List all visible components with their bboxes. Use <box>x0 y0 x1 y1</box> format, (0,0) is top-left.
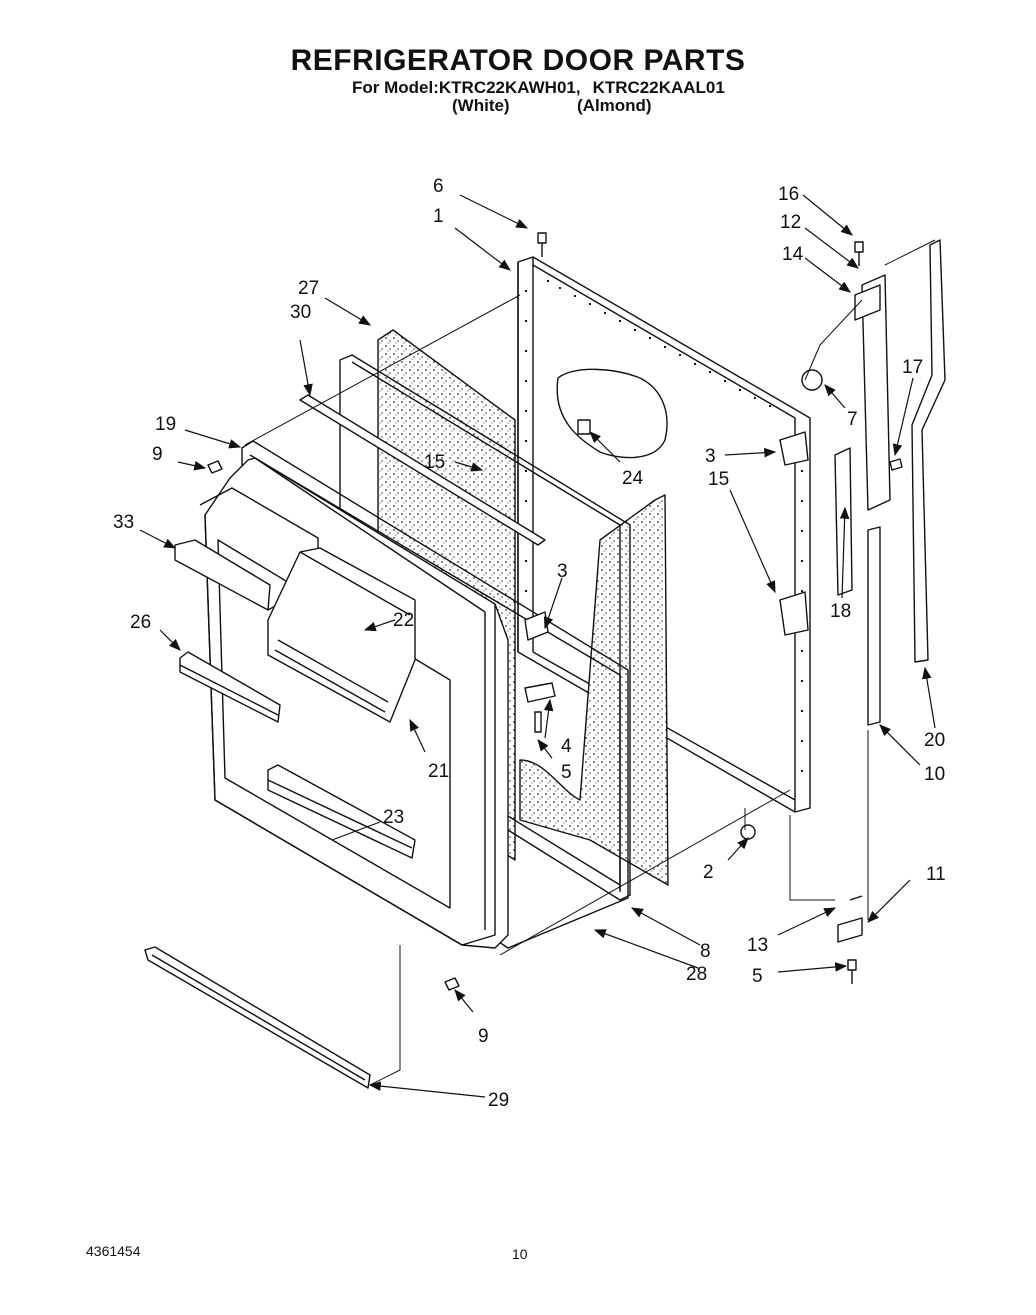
callout-17: 17 <box>902 357 923 378</box>
callout-labels: 6 1 27 30 19 9 15 33 26 22 21 23 24 3 4 … <box>113 176 946 1111</box>
color-almond-label: (Almond) <box>577 96 652 115</box>
kick-plate-29 <box>144 946 371 1089</box>
page-number: 10 <box>512 1246 528 1262</box>
callout-26: 26 <box>130 612 151 633</box>
callout-9b: 9 <box>478 1026 489 1047</box>
insulation-sheet-24 <box>519 494 669 886</box>
hinge-assembly <box>524 239 946 943</box>
callout-28: 28 <box>686 964 707 985</box>
callout-33: 33 <box>113 512 134 533</box>
callout-10: 10 <box>924 764 945 785</box>
callout-13: 13 <box>747 935 768 956</box>
callout-14: 14 <box>782 244 804 265</box>
leader-lines <box>139 194 936 1098</box>
model-prefix: For Model: <box>352 78 439 97</box>
model-line: For Model:KTRC22KAWH01, KTRC22KAAL01 <box>352 78 737 98</box>
callout-6: 6 <box>433 176 444 197</box>
screws <box>207 232 903 991</box>
callout-30: 30 <box>290 302 311 323</box>
callout-2: 2 <box>703 862 714 883</box>
callout-18: 18 <box>830 601 851 622</box>
callout-24: 24 <box>622 468 644 489</box>
callout-22: 22 <box>393 610 414 631</box>
page-title: REFRIGERATOR DOOR PARTS <box>290 44 746 77</box>
callout-3a: 3 <box>557 561 568 582</box>
callout-9a: 9 <box>152 444 163 465</box>
callout-4: 4 <box>561 736 572 757</box>
shelf-26 <box>179 651 281 723</box>
model-almond: KTRC22KAAL01 <box>592 78 725 97</box>
callout-12: 12 <box>780 212 801 233</box>
callout-15b: 15 <box>708 469 729 490</box>
callout-7: 7 <box>847 409 858 430</box>
model-white: KTRC22KAWH01, <box>438 78 581 97</box>
shelf-23 <box>267 764 416 859</box>
alignment-lines <box>244 239 936 1086</box>
shelf-22 <box>267 547 416 723</box>
document-number: 4361454 <box>86 1243 141 1259</box>
callout-23: 23 <box>383 807 404 828</box>
callout-1: 1 <box>433 206 444 227</box>
callout-21: 21 <box>428 761 449 782</box>
callout-27: 27 <box>298 278 319 299</box>
callout-3b: 3 <box>705 446 716 467</box>
callout-19: 19 <box>155 414 176 435</box>
callout-8: 8 <box>700 941 711 962</box>
callout-15a: 15 <box>424 452 445 473</box>
callout-11: 11 <box>926 864 946 885</box>
callout-5a: 5 <box>561 762 572 783</box>
callout-29: 29 <box>488 1090 509 1111</box>
callout-5b: 5 <box>752 966 763 987</box>
color-white-label: (White) <box>452 96 510 115</box>
callout-16: 16 <box>778 184 799 205</box>
callout-20: 20 <box>924 730 945 751</box>
